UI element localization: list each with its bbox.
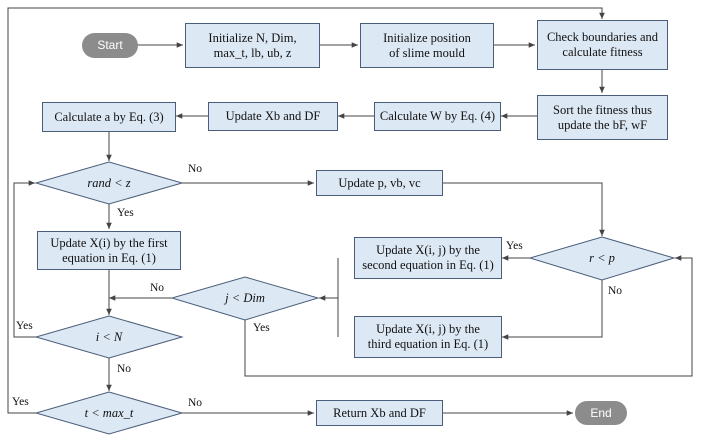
update-third-box: Update X(i, j) by the third equation in … — [354, 316, 502, 358]
decision-j-label: j < Dim — [225, 290, 265, 305]
update-first-box: Update X(i) by the first equation in Eq.… — [37, 231, 181, 270]
end-node: End — [575, 401, 627, 425]
label-j-yes: Yes — [253, 322, 270, 334]
decision-rand-label: rand < z — [87, 175, 131, 190]
decision-t-label: t < max_t — [84, 405, 134, 420]
update-xb-box: Update Xb and DF — [208, 102, 338, 131]
init-params-box: Initialize N, Dim, max_t, lb, ub, z — [185, 23, 320, 68]
label-rp-yes: Yes — [506, 240, 523, 252]
calc-a-box: Calculate a by Eq. (3) — [42, 102, 176, 132]
label-rp-no: No — [608, 285, 623, 297]
label-t-no: No — [188, 397, 203, 409]
decision-t-shape — [34, 391, 184, 435]
edge-updatep-rp — [443, 182, 605, 236]
sort-fitness-box: Sort the fitness thus update the bF, wF — [537, 95, 668, 140]
init-position-box: Initialize position of slime mould — [360, 23, 494, 68]
return-xb-box: Return Xb and DF — [316, 400, 443, 426]
edge-i-yes — [13, 180, 36, 338]
label-i-yes: Yes — [16, 320, 33, 332]
edge-rp-no — [502, 280, 603, 340]
label-t-yes: Yes — [12, 396, 29, 408]
label-rand-yes: Yes — [117, 207, 134, 219]
label-rand-no: No — [188, 163, 203, 175]
edge-t-yes — [7, 7, 605, 414]
decision-i-label: i < N — [95, 329, 123, 344]
decision-r-p-label: r < p — [589, 250, 615, 265]
check-boundaries-box: Check boundaries and calculate fitness — [537, 20, 668, 70]
start-node: Start — [82, 33, 138, 58]
edge-j-yes — [244, 255, 693, 377]
label-i-no: No — [117, 363, 132, 375]
calc-w-box: Calculate W by Eq. (4) — [374, 102, 501, 131]
edge-to-j — [319, 258, 339, 337]
label-j-no: No — [150, 282, 165, 294]
update-second-box: Update X(i, j) by the second equation in… — [354, 237, 502, 279]
update-p-box: Update p, vb, vc — [316, 170, 443, 196]
